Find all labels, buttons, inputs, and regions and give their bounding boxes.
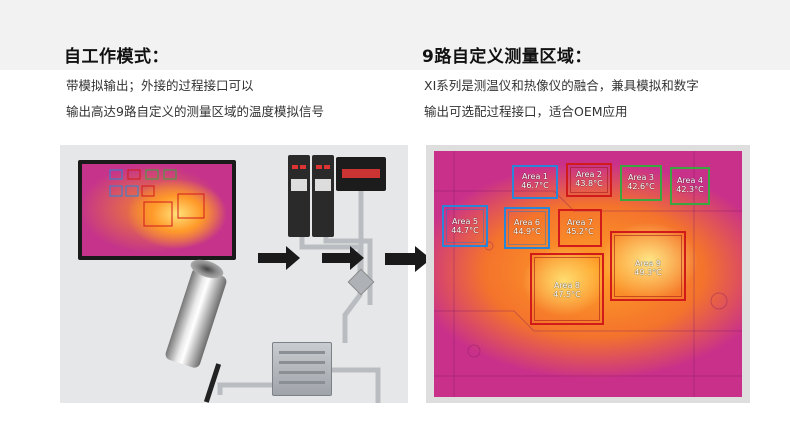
monitor-thermal-screen: [82, 164, 232, 256]
right-heading: 9路自定义测量区域：: [422, 47, 592, 67]
area-8-label: Area 8: [553, 281, 581, 290]
monitor-areas-svg: [109, 169, 205, 227]
area-5-box: Area 5 44.7°C: [442, 205, 488, 247]
system-setup-image: [60, 145, 408, 403]
area-8-temp: 47.5°C: [553, 290, 581, 299]
circuit-texture: [434, 151, 742, 397]
thermal-image-panel: Area 1 46.7°C Area 2 43.8°C Area 3 42.6°…: [426, 145, 750, 403]
left-desc-line-2: 输出高达9路自定义的测量区域的温度模拟信号: [66, 104, 324, 119]
thermal-image: Area 1 46.7°C Area 2 43.8°C Area 3 42.6°…: [434, 151, 742, 397]
din-module-1: [288, 155, 310, 237]
left-desc-line-1: 带模拟输出；外接的过程接口可以: [66, 78, 254, 93]
area-2-label: Area 2: [575, 170, 603, 179]
monitor-image: [78, 160, 236, 260]
arrow-icon: [322, 246, 364, 270]
area-1-box: Area 1 46.7°C: [512, 165, 558, 199]
left-panel-arrows: [258, 246, 364, 270]
big-arrow-icon: [385, 246, 431, 272]
area-4-label: Area 4: [676, 176, 704, 185]
header-band: [0, 0, 790, 70]
area-1-temp: 46.7°C: [521, 181, 549, 190]
area-7-temp: 45.2°C: [566, 227, 594, 236]
area-8-box: Area 8 47.5°C: [530, 253, 604, 325]
area-4-box: Area 4 42.3°C: [670, 167, 710, 205]
din-module-2: [312, 155, 334, 237]
area-3-label: Area 3: [627, 173, 655, 182]
area-5-temp: 44.7°C: [451, 226, 479, 235]
area-7-label: Area 7: [566, 218, 594, 227]
area-9-temp: 49.3°C: [634, 268, 662, 277]
area-3-temp: 42.6°C: [627, 182, 655, 191]
area-3-box: Area 3 42.6°C: [620, 165, 662, 201]
area-7-box: Area 7 45.2°C: [558, 209, 602, 247]
left-heading: 自工作模式：: [64, 47, 169, 67]
right-desc-line-1: XI系列是测温仪和热像仪的融合，兼具模拟和数字: [424, 78, 699, 93]
area-2-temp: 43.8°C: [575, 179, 603, 188]
area-4-temp: 42.3°C: [676, 185, 704, 194]
area-9-label: Area 9: [634, 259, 662, 268]
display-controller: [336, 157, 386, 191]
area-2-box: Area 2 43.8°C: [566, 163, 612, 197]
area-1-label: Area 1: [521, 172, 549, 181]
process-interface-box: [272, 342, 332, 396]
arrow-icon: [258, 246, 300, 270]
area-6-temp: 44.9°C: [513, 227, 541, 236]
cable-lines: [217, 191, 381, 403]
area-6-label: Area 6: [513, 218, 541, 227]
area-9-box: Area 9 49.3°C: [610, 231, 686, 301]
area-5-label: Area 5: [451, 217, 479, 226]
area-6-box: Area 6 44.9°C: [504, 207, 550, 249]
right-desc-line-2: 输出可选配过程接口，适合OEM应用: [424, 104, 628, 119]
